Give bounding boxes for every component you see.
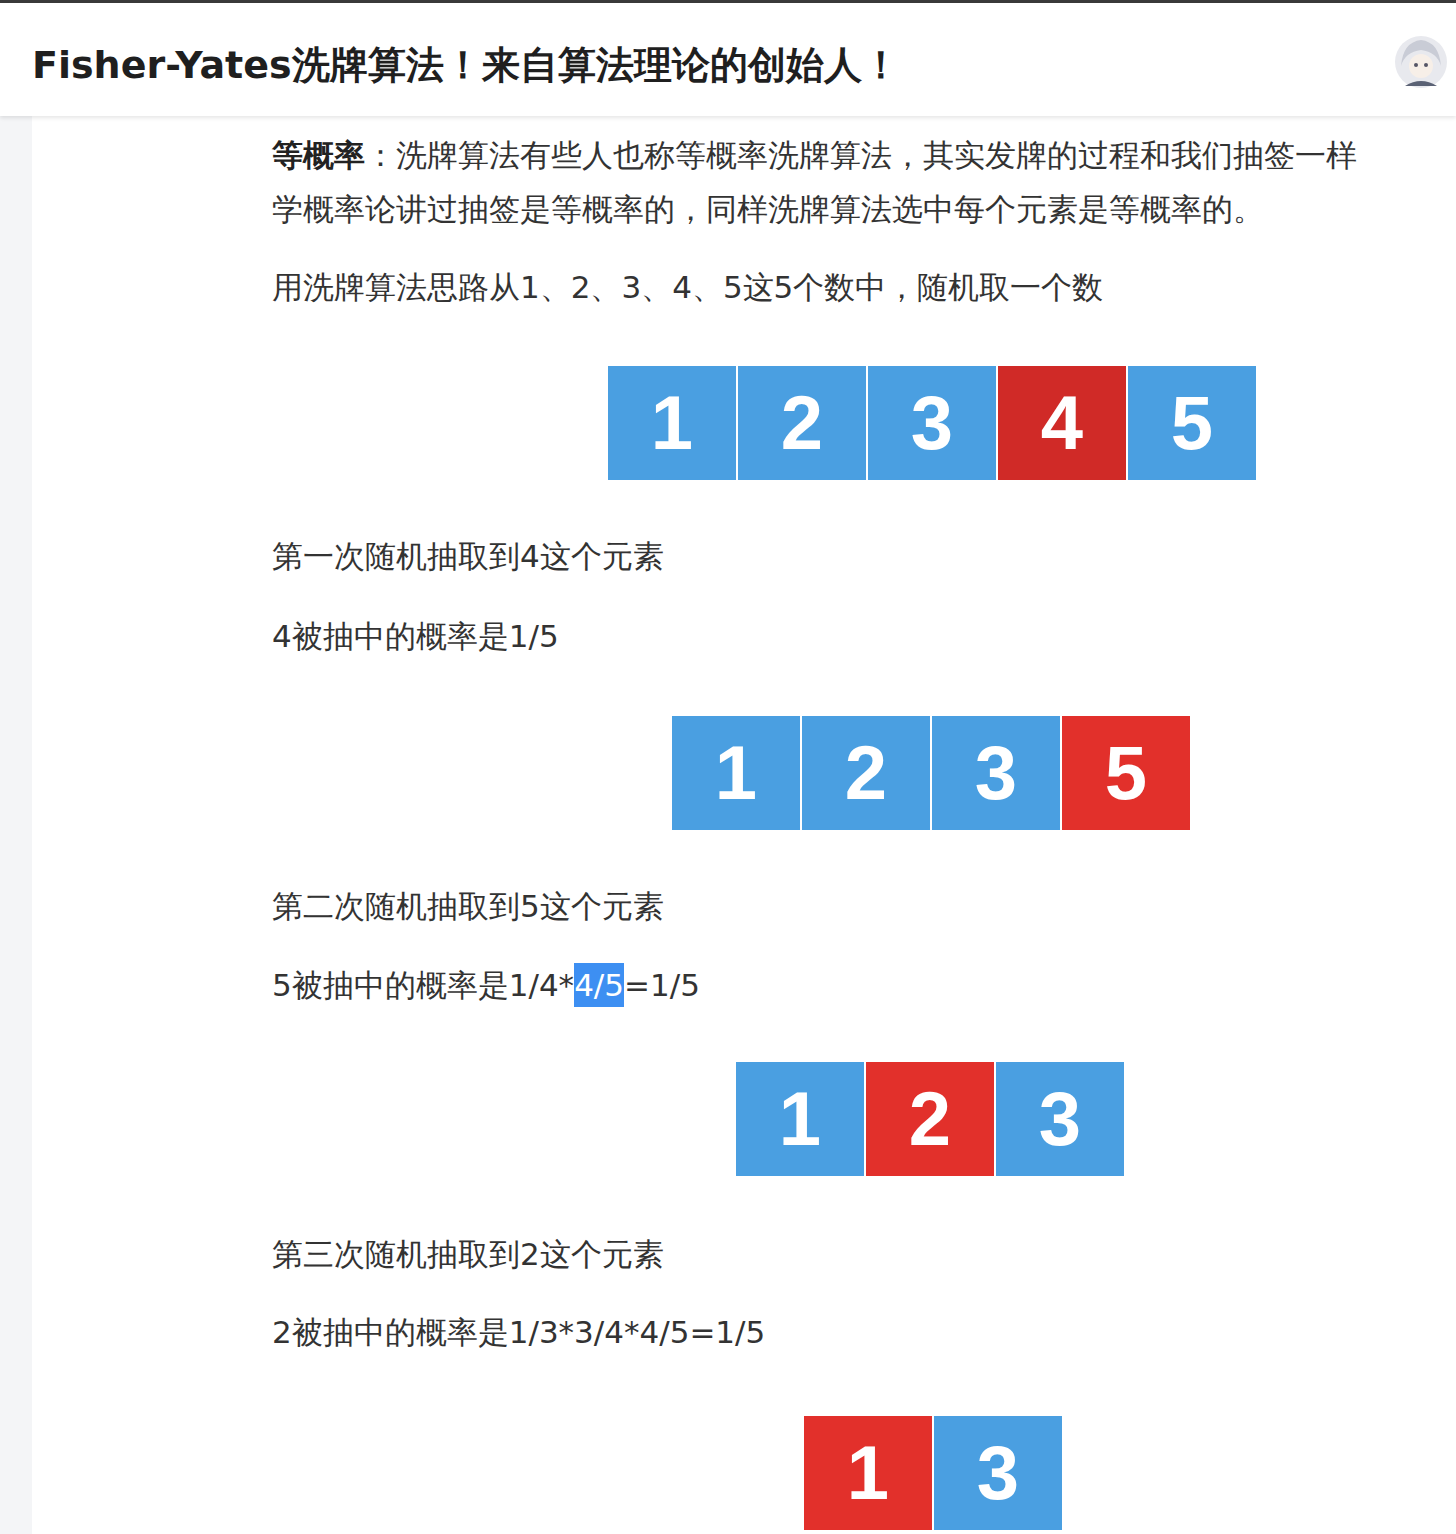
header-bar: Fisher-Yates洗牌算法！来自算法理论的创始人！ xyxy=(0,3,1456,116)
body-text: 4被抽中的概率是1/5 xyxy=(272,614,559,658)
text-line: 5被抽中的概率是1/4*4/5=1/5 xyxy=(272,963,700,1007)
number-box: 1 xyxy=(672,716,800,830)
box-number: 2 xyxy=(781,385,823,461)
picked-number-box: 5 xyxy=(1062,716,1190,830)
box-number: 3 xyxy=(1039,1081,1081,1157)
box-number: 2 xyxy=(909,1081,951,1157)
text-line: 学概率论讲过抽签是等概率的，同样洗牌算法选中每个元素是等概率的。 xyxy=(272,187,1264,231)
number-box: 2 xyxy=(738,366,866,480)
body-text: 5被抽中的概率是1/4* xyxy=(272,963,574,1007)
box-number: 1 xyxy=(715,735,757,811)
number-box: 3 xyxy=(868,366,996,480)
box-number: 3 xyxy=(975,735,1017,811)
box-number: 4 xyxy=(1041,385,1083,461)
body-text: 第二次随机抽取到5这个元素 xyxy=(272,884,664,928)
number-box: 3 xyxy=(996,1062,1124,1176)
selected-text: 4/5 xyxy=(574,963,624,1007)
page-title: Fisher-Yates洗牌算法！来自算法理论的创始人！ xyxy=(32,41,900,89)
body-text: =1/5 xyxy=(624,963,700,1007)
text-line: 第二次随机抽取到5这个元素 xyxy=(272,884,664,928)
number-box: 1 xyxy=(608,366,736,480)
text-line: 4被抽中的概率是1/5 xyxy=(272,614,559,658)
box-number: 2 xyxy=(845,735,887,811)
body-text: 用洗牌算法思路从1、2、3、4、5这5个数中，随机取一个数 xyxy=(272,265,1103,309)
number-box: 3 xyxy=(934,1416,1062,1530)
picked-number-box: 2 xyxy=(866,1062,994,1176)
text-line: 用洗牌算法思路从1、2、3、4、5这5个数中，随机取一个数 xyxy=(272,265,1103,309)
body-text: 学概率论讲过抽签是等概率的，同样洗牌算法选中每个元素是等概率的。 xyxy=(272,187,1264,231)
text-line: 第一次随机抽取到4这个元素 xyxy=(272,534,664,578)
avatar-icon xyxy=(1391,32,1451,92)
bold-term: 等概率 xyxy=(272,133,365,177)
side-gutter xyxy=(0,116,32,1534)
number-box: 5 xyxy=(1128,366,1256,480)
box-number: 3 xyxy=(977,1435,1019,1511)
number-box: 3 xyxy=(932,716,1060,830)
picked-number-box: 4 xyxy=(998,366,1126,480)
picked-number-box: 1 xyxy=(804,1416,932,1530)
body-text: 第三次随机抽取到2这个元素 xyxy=(272,1232,664,1276)
box-number: 3 xyxy=(911,385,953,461)
text-line: 2被抽中的概率是1/3*3/4*4/5=1/5 xyxy=(272,1310,765,1354)
number-box: 1 xyxy=(736,1062,864,1176)
text-line: 第三次随机抽取到2这个元素 xyxy=(272,1232,664,1276)
body-text: 第一次随机抽取到4这个元素 xyxy=(272,534,664,578)
text-line: 等概率：洗牌算法有些人也称等概率洗牌算法，其实发牌的过程和我们抽签一样 xyxy=(272,133,1357,177)
box-number: 1 xyxy=(847,1435,889,1511)
number-box: 2 xyxy=(802,716,930,830)
box-number: 5 xyxy=(1105,735,1147,811)
body-text: ：洗牌算法有些人也称等概率洗牌算法，其实发牌的过程和我们抽签一样 xyxy=(365,133,1357,177)
box-number: 5 xyxy=(1171,385,1213,461)
box-number: 1 xyxy=(779,1081,821,1157)
box-number: 1 xyxy=(651,385,693,461)
body-text: 2被抽中的概率是1/3*3/4*4/5=1/5 xyxy=(272,1310,765,1354)
